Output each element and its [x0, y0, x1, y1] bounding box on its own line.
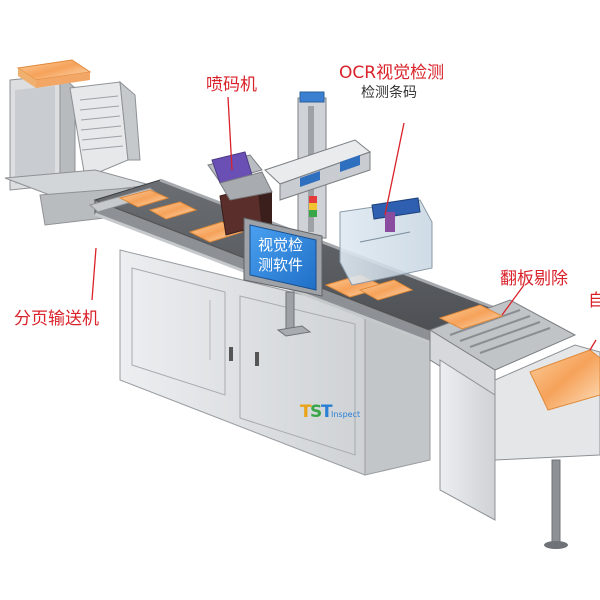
cut-off-label: 自 [588, 291, 600, 311]
feeder-label: 分页输送机 [14, 309, 99, 329]
ocr-title-label: OCR视觉检测 [339, 63, 445, 83]
ocr-vision-station [264, 91, 433, 286]
flip-reject-unit [428, 299, 600, 549]
monitor-screen-line1: 视觉检 [258, 236, 304, 254]
flip-leader-line [501, 284, 525, 316]
vision-monitor [243, 217, 323, 337]
monitor-screen-line2: 测软件 [258, 256, 304, 274]
inkjet-leader-line [227, 96, 233, 171]
main-cabinet [119, 249, 431, 476]
brand-logo: T S T Inspect [300, 402, 360, 426]
ocr-sub-label: 检测条码 [361, 85, 417, 101]
callout-lines [91, 96, 525, 316]
logo-small-text: Inspect [331, 410, 361, 419]
logo-letter-s: S [310, 402, 323, 422]
feeder-unit [4, 59, 151, 226]
flip-reject-label: 翻板剔除 [500, 269, 568, 289]
inkjet-label: 喷码机 [206, 75, 257, 95]
logo-letter-t1: T [300, 402, 312, 422]
feeder-leader-line [91, 247, 97, 301]
ocr-leader-line [384, 122, 405, 216]
logo-letter-t2: T [321, 402, 333, 422]
